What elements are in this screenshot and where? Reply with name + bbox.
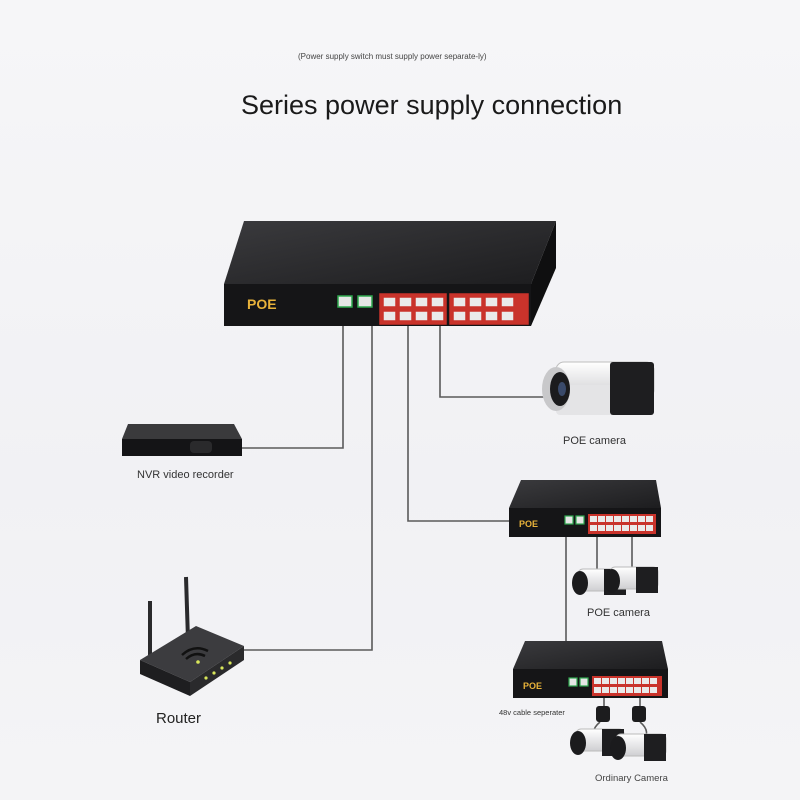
cable-switch-to-nvr [242,325,344,449]
uplink-port-2 [357,295,373,308]
poe-camera-pair-label: POE camera [587,607,650,619]
switch-top [224,221,556,284]
uplink-port-1 [337,295,353,308]
svg-text:POE: POE [519,519,538,529]
power-supply-note: (Power supply switch must supply power s… [298,52,487,61]
secondary-poe-switch: POE [509,480,661,537]
cable-switch-to-poe-camera [439,325,546,398]
ordinary-camera-label: Ordinary Camera [595,773,668,784]
nvr-label: NVR video recorder [137,469,234,481]
svg-text:POE: POE [523,681,542,691]
switch-side [531,221,556,326]
nvr-device [122,424,242,456]
router-label: Router [156,710,202,727]
ordinary-camera-pair [570,728,667,761]
poe-camera-label: POE camera [563,435,626,447]
poe-camera-pair [572,566,659,595]
third-poe-switch: POE [513,641,668,698]
cable-switch-to-router [244,325,373,651]
page-title: Series power supply connection [241,90,623,120]
router-device [140,576,244,696]
main-poe-switch: POE [224,221,556,326]
cables [242,325,648,743]
poe-port-block [379,293,529,325]
cable-switch-to-switch2 [407,325,510,522]
poe-camera-large [542,361,655,415]
switch-logo: POE [247,296,277,312]
cable-separator-label: 48v cable seperater [499,708,565,717]
cable-separators [596,706,646,722]
